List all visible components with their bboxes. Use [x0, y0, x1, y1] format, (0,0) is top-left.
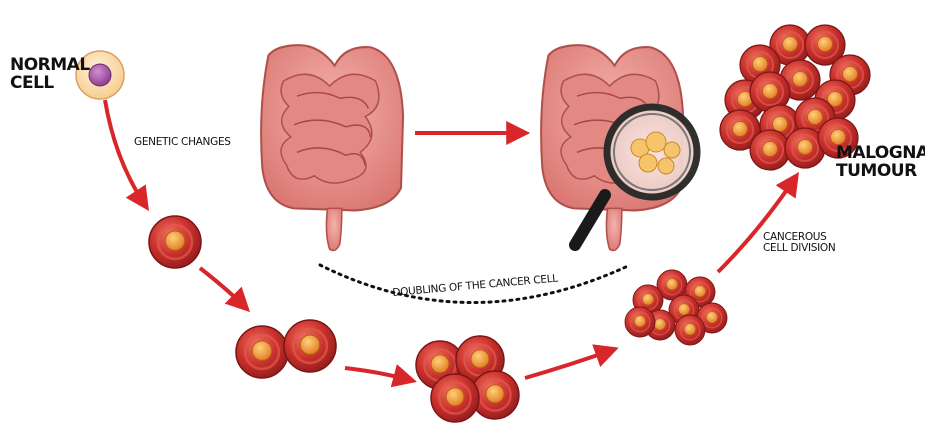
arrow-normal-to-mutated [105, 100, 145, 205]
small-cell-cluster [625, 270, 727, 345]
genetic-changes-label: GENETIC CHANGES [134, 137, 231, 148]
arrow-cluster-to-tumour [718, 178, 795, 272]
cancerous-cell-division-label: CANCEROUS CELL DIVISION [763, 232, 835, 254]
tumour-label-line2: TUMOUR [836, 163, 925, 181]
two-cells [236, 320, 336, 378]
four-cells [416, 336, 519, 422]
arrow-mutated-to-two [200, 268, 245, 307]
intestine-healthy [261, 45, 403, 250]
arrow-two-to-four [345, 368, 410, 380]
normal-cell-label: NORMAL CELL [10, 57, 90, 93]
normal-cell-label-line2: CELL [10, 75, 90, 93]
mutated-cell [149, 216, 201, 268]
arrow-four-to-cluster [525, 350, 612, 378]
tumour-label: MALOGNANT TUMOUR [836, 145, 925, 181]
cancerous-label-line2: CELL DIVISION [763, 243, 835, 254]
